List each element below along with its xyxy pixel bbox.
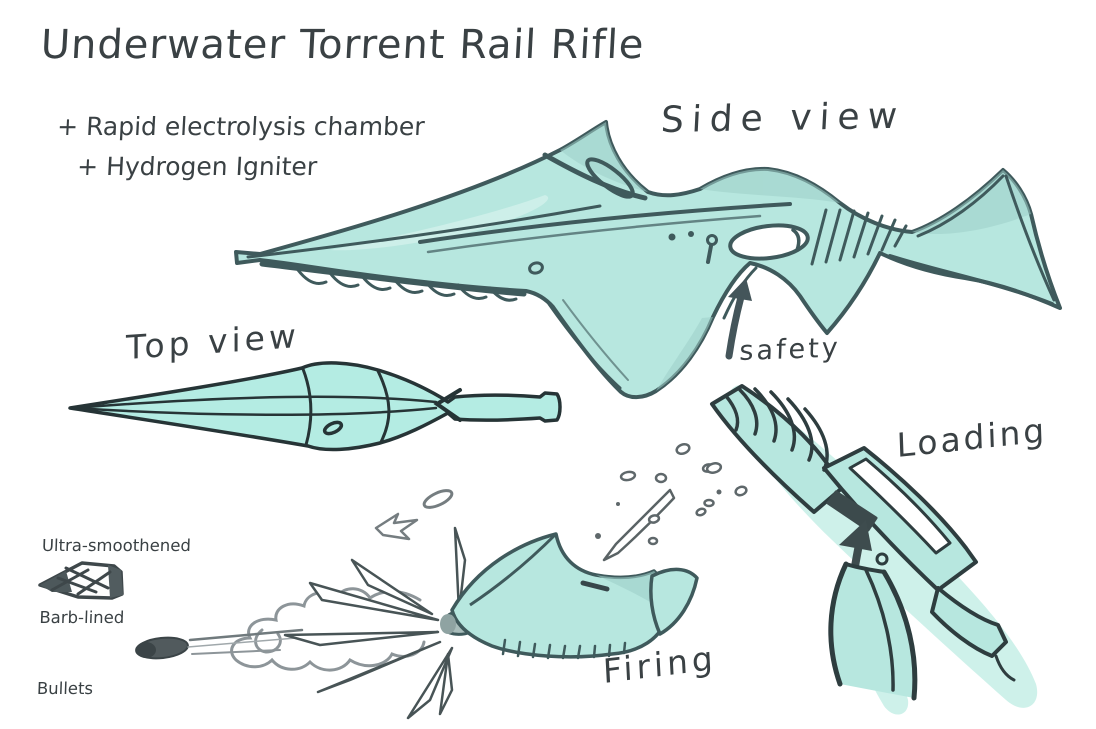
bullet-note: Ultra-smoothened Barb-lined Bullets [35,486,193,729]
firing-rifle [440,532,699,660]
bullet-note-line3: Bullets [36,679,94,699]
loading-receiver [822,446,1016,682]
firing-view-drawing [135,442,748,720]
feature-note-1: + Rapid electrolysis chamber [56,112,426,141]
side-view-drawing [234,120,1062,400]
bullet-note-line1: Ultra-smoothened [41,535,192,555]
fin-slot [585,157,635,199]
loading-view-drawing [695,384,1038,715]
page-title: Underwater Torrent Rail Rifle [39,22,646,68]
bullet-drawing [38,561,124,600]
feature-note-2: + Hydrogen Igniter [76,152,318,181]
loading-barrel [710,384,844,514]
ejection-port [728,223,810,261]
side-view-label: Side view [659,95,907,142]
top-view-silhouette [68,361,562,452]
magazine-well-slot [826,490,878,532]
safety-label: safety [738,332,842,368]
bubbles [374,442,748,562]
bullet-note-line2: Barb-lined [39,607,125,627]
muzzle-splash [283,526,467,720]
up-arrow-icon [725,278,752,360]
loading-magazine [828,552,918,701]
rifle-silhouette [234,120,1062,400]
top-view-drawing [68,361,562,452]
